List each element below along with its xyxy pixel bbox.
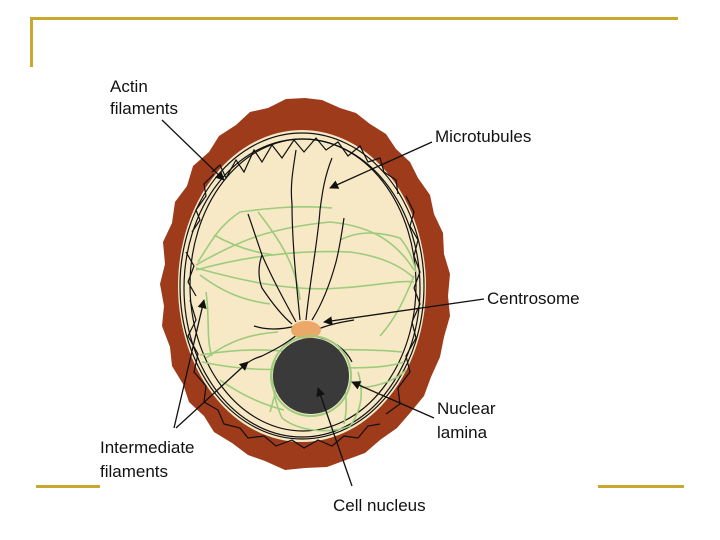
actin-pointer xyxy=(161,119,225,181)
intermediate-pointer-2 xyxy=(175,361,249,429)
nuclear-lamina-pointer xyxy=(351,381,435,419)
frame-top-line xyxy=(30,17,678,20)
microtubules-pointer xyxy=(329,141,433,189)
actin-label: Actin filaments xyxy=(110,77,178,118)
microtubules-label: Microtubules xyxy=(435,127,531,146)
cell-nucleus-label: Cell nucleus xyxy=(333,496,426,515)
frame-bottom-right-line xyxy=(598,485,684,488)
nucleus-pointer xyxy=(316,387,353,487)
centrosome xyxy=(291,321,321,339)
label-pointers xyxy=(161,119,485,487)
frame-left-line xyxy=(30,17,33,67)
cell-nucleus xyxy=(273,338,349,414)
centrosome-label: Centrosome xyxy=(487,289,580,308)
nuclear-lamina-label: Nuclear lamina xyxy=(437,399,500,442)
intermediate-pointer-1 xyxy=(173,299,207,429)
centrosome-pointer xyxy=(323,298,485,326)
intermediate-filaments-label: Intermediate filaments xyxy=(100,438,199,481)
frame-bottom-left-line xyxy=(36,485,100,488)
actin-filament-cortex xyxy=(179,132,425,449)
nuclear-lamina xyxy=(270,335,352,417)
